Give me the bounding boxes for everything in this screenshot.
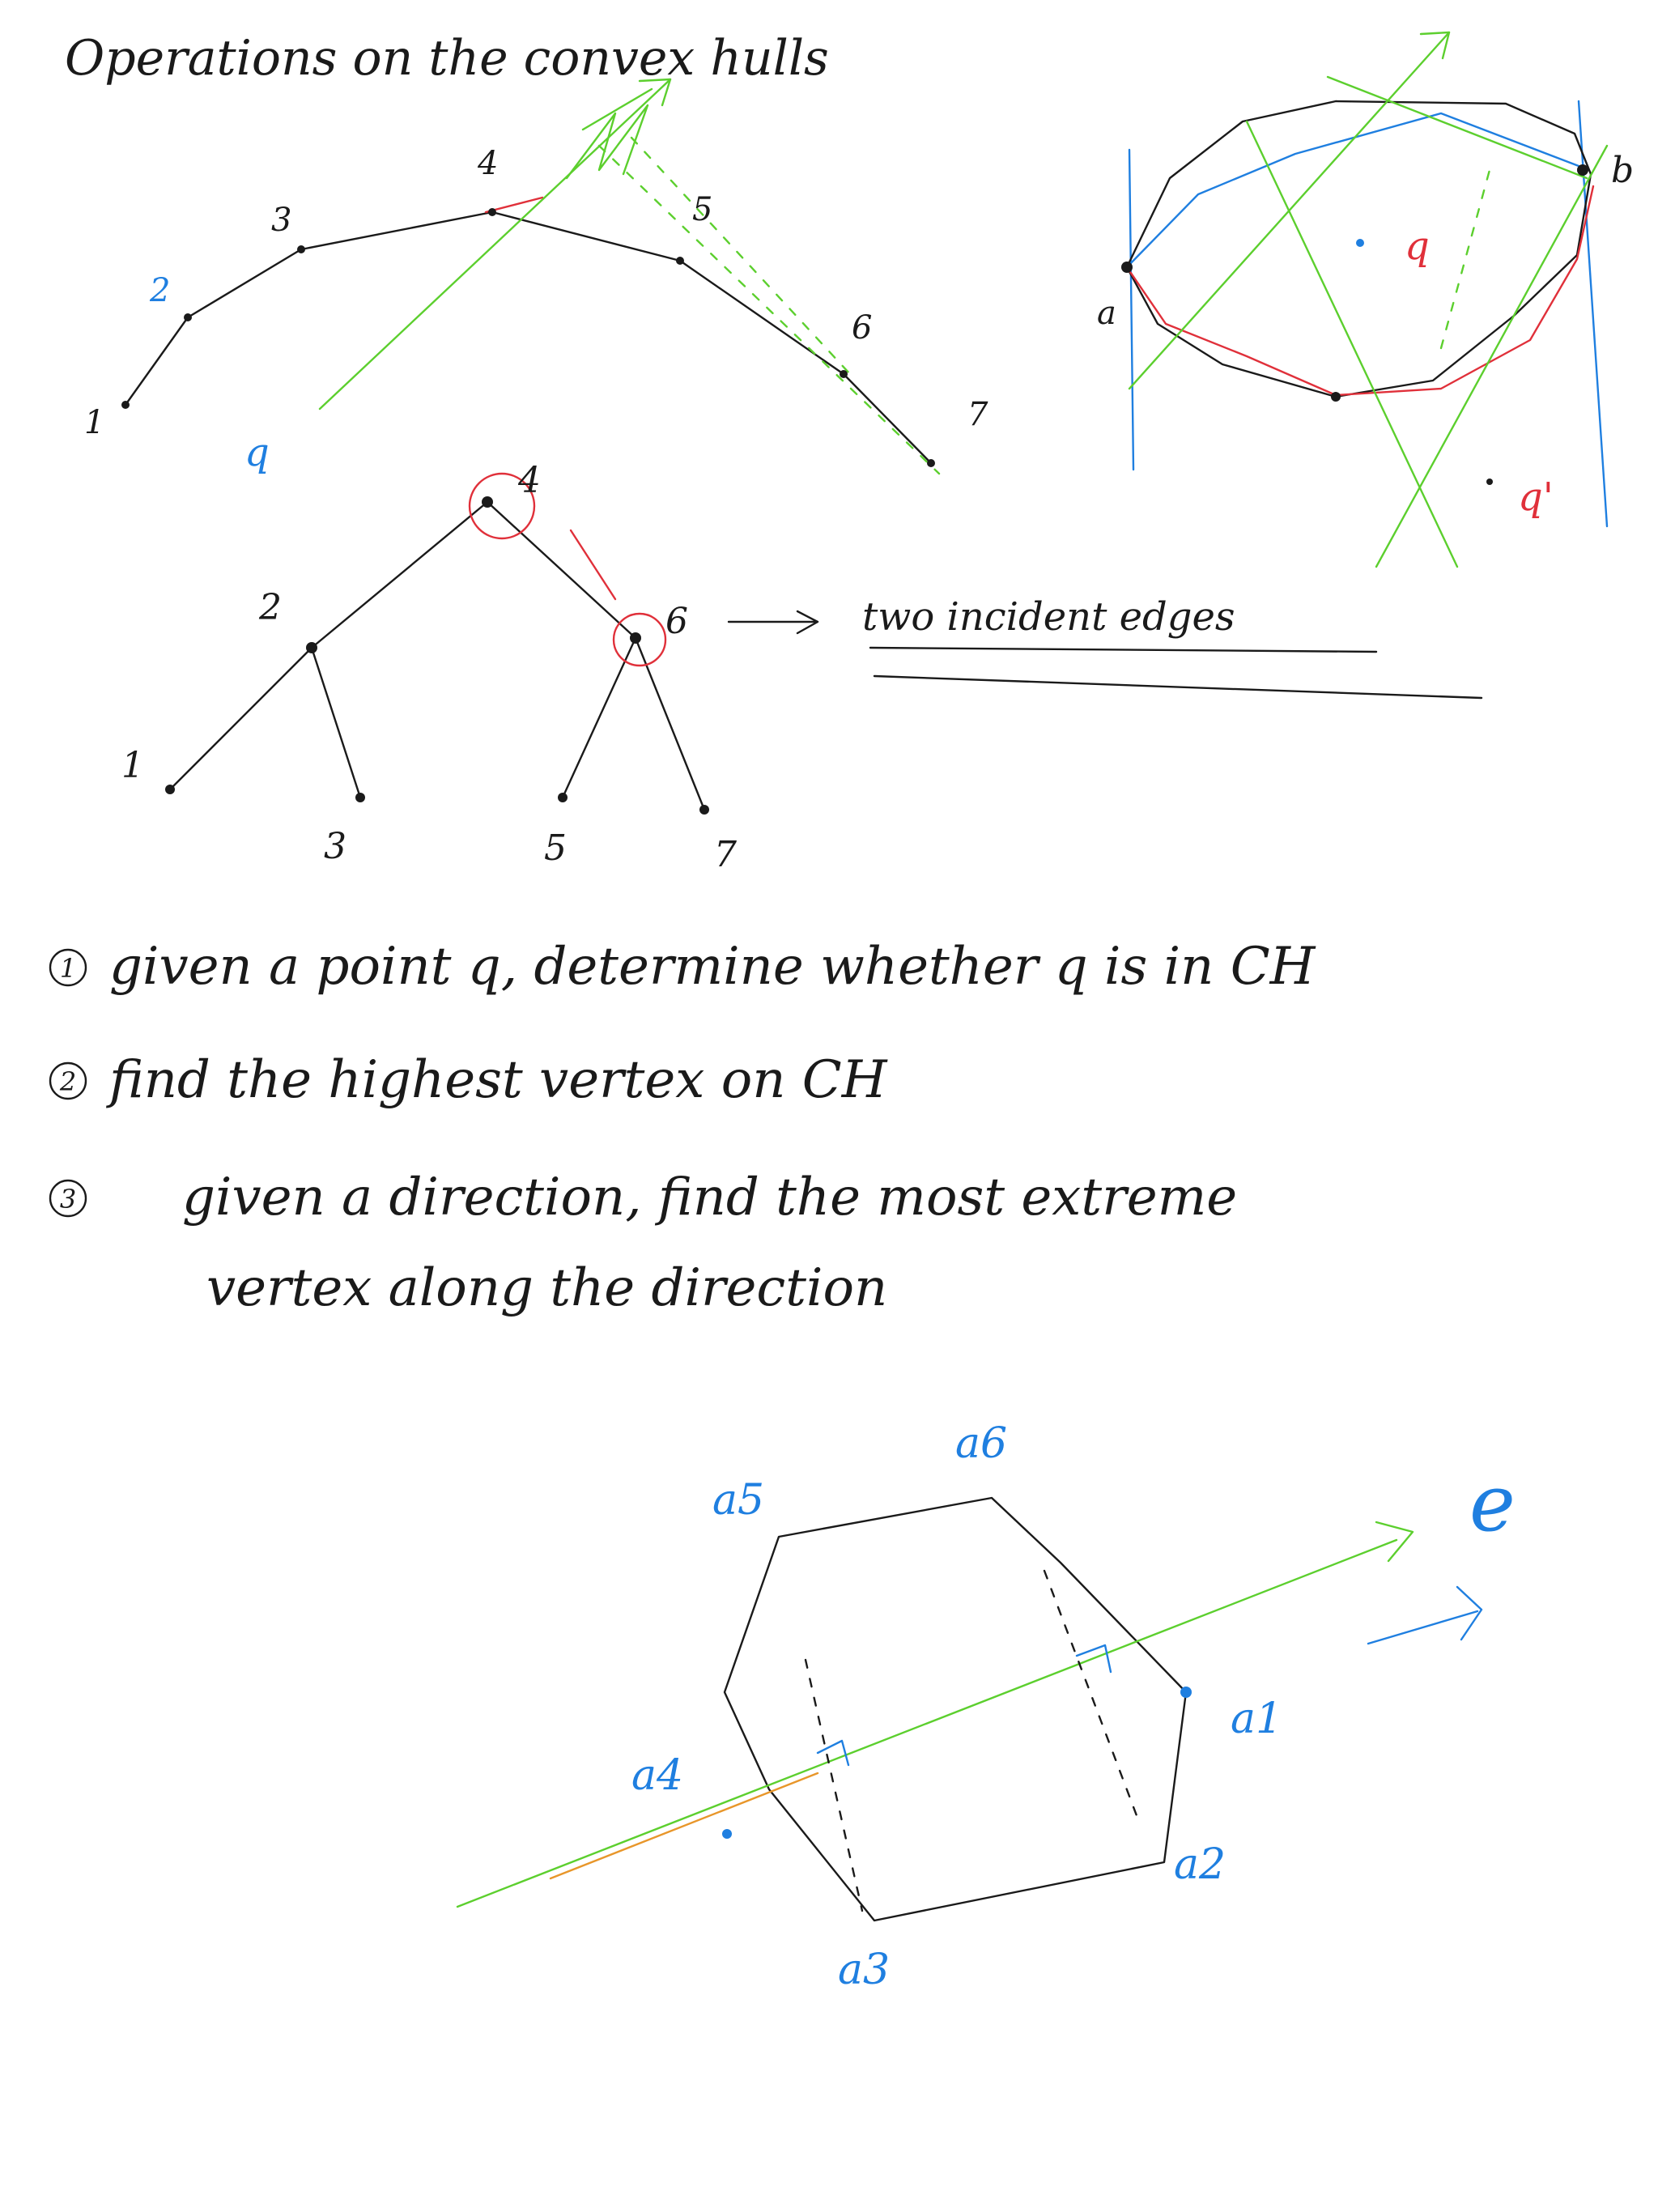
hull-vertex-bottom: [1331, 392, 1341, 402]
direction-label: e: [1469, 1458, 1516, 1549]
chain-label-6: 6: [852, 309, 872, 347]
tree-label-7: 7: [714, 834, 737, 875]
operation-3-text: given a direction, find the most extreme: [182, 1168, 1237, 1227]
chain-vertex-7: [927, 459, 935, 467]
chain-vertex-3: [297, 245, 305, 253]
direction-line-arrow: [1375, 1521, 1414, 1563]
hull-point-q: [1356, 239, 1364, 247]
hull-sketch: a b q q': [1097, 31, 1634, 568]
chain-query-label: q: [244, 430, 270, 475]
chain-label-3: 3: [271, 202, 291, 239]
polygon-label-a2: a2: [1174, 1840, 1226, 1889]
tree-sketch: 1 2 3 4 5 6 7 two incident edges: [121, 460, 1483, 875]
tree-label-3: 3: [324, 826, 346, 867]
hull-support-left: [1128, 148, 1135, 471]
tree-node-6: [630, 632, 641, 644]
operation-3-circle: [49, 1179, 87, 1218]
tree-label-4: 4: [517, 460, 541, 501]
direction-segment-highlight: [549, 1772, 819, 1880]
hull-tangent-dashed: [1439, 168, 1491, 350]
tree-edges: [168, 500, 706, 811]
tangent-scribble: [565, 87, 653, 180]
tree-label-1: 1: [121, 745, 144, 786]
operation-2-circle: [49, 1061, 87, 1100]
chain-vertex-2: [184, 313, 192, 321]
polygon-label-a5: a5: [712, 1476, 764, 1525]
tree-annotation-arrow: [727, 610, 819, 635]
hull-label-a: a: [1097, 295, 1116, 332]
page-title: Operations on the convex hulls: [65, 30, 829, 87]
annotation-underline-2: [873, 674, 1483, 700]
hull-boundary: [1125, 100, 1592, 398]
hull-lower-chain: [1125, 185, 1595, 397]
operation-1-text: given a point q, determine whether q is …: [109, 937, 1316, 997]
polygon-vertex-a1: [1180, 1687, 1192, 1698]
tree-node-7: [699, 805, 709, 815]
hull-label-q: q: [1405, 223, 1430, 269]
tree-highlight-edge: [569, 529, 617, 601]
tree-node-3: [355, 793, 365, 802]
perpendicular-1: [804, 1658, 864, 1912]
hull-vertex-a: [1121, 262, 1133, 273]
hull-point-q-prime: [1486, 479, 1493, 485]
polygon-label-a3: a3: [838, 1946, 890, 1994]
chain-path: [124, 211, 933, 465]
tangent-ray-arrowhead: [638, 78, 672, 107]
hull-tangent-2: [1245, 120, 1459, 568]
hull-label-b: b: [1611, 150, 1634, 191]
sweep-line-1: [597, 144, 941, 475]
right-angle-mark-1: [816, 1739, 850, 1767]
tree-node-1: [165, 785, 175, 794]
tree-label-5: 5: [544, 827, 567, 869]
tree-label-2: 2: [258, 587, 282, 628]
annotation-underline-1: [869, 646, 1378, 653]
chain-label-7: 7: [967, 396, 988, 433]
operation-1-number: 1: [60, 953, 76, 984]
polygon-label-a4: a4: [631, 1751, 683, 1800]
polygon-vertex-a4: [722, 1829, 732, 1839]
chain-vertex-1: [121, 401, 130, 409]
polygon-sketch: a1 a2 a3 a4 a5 a6 e: [456, 1419, 1516, 1994]
perpendicular-2: [1043, 1569, 1139, 1819]
chain-label-4: 4: [477, 145, 498, 182]
hull-tangent-3: [1375, 144, 1609, 568]
chain-vertex-6: [840, 370, 848, 378]
tree-node-6-circle: [612, 612, 667, 667]
operation-2-text: find the highest vertex on CH: [106, 1050, 888, 1110]
operation-2-number: 2: [59, 1066, 76, 1097]
operation-1-circle: [49, 948, 87, 987]
tangent-ray: [318, 78, 672, 410]
hull-vertex-b: [1577, 164, 1588, 176]
chain-vertex-5: [676, 257, 684, 265]
operations-list: 1 given a point q, determine whether q i…: [49, 937, 1316, 1318]
hull-label-q-prime: q': [1518, 474, 1554, 520]
chain-sketch: 1 2 3 4 5 6 7 q: [84, 78, 988, 475]
chain-vertex-4: [488, 208, 496, 216]
hull-tangent-4: [1326, 75, 1588, 180]
chain-label-1: 1: [84, 404, 104, 441]
tree-label-6: 6: [665, 601, 688, 642]
tree-node-2: [306, 642, 317, 653]
tree-annotation: two incident edges: [862, 594, 1235, 640]
polygon-label-a6: a6: [955, 1419, 1007, 1468]
sweep-line-2: [630, 136, 852, 376]
chain-label-2: 2: [149, 272, 170, 309]
hull-upper-chain: [1125, 112, 1580, 269]
operation-3-number: 3: [60, 1184, 76, 1214]
right-angle-mark-2: [1075, 1644, 1112, 1674]
chain-label-5: 5: [692, 191, 712, 228]
operation-3-text-line2: vertex along the direction: [206, 1258, 887, 1318]
direction-arrow: [1367, 1585, 1483, 1645]
tree-node-4-circle: [468, 472, 536, 540]
direction-line: [456, 1538, 1398, 1908]
tree-node-4: [482, 496, 493, 508]
tree-node-5: [558, 793, 568, 802]
hull-tangent-1-arrow: [1419, 31, 1451, 60]
polygon-label-a1: a1: [1231, 1695, 1282, 1743]
polygon-boundary: [723, 1496, 1188, 1922]
